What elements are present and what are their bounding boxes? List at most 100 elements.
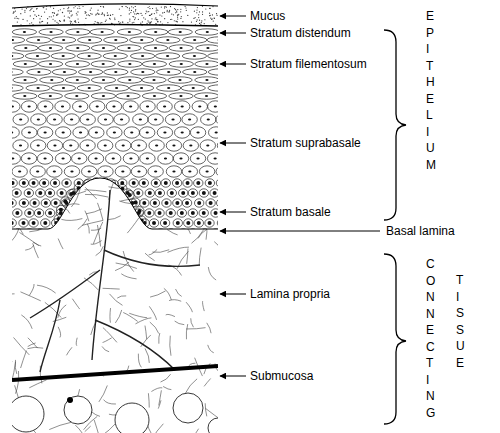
cell-nucleus [33, 201, 37, 205]
epithelial-cell [66, 29, 90, 35]
collagen-fibre [76, 338, 78, 346]
epithelial-cell [45, 189, 54, 197]
epithelial-cell [95, 219, 104, 227]
cell-nucleus [70, 171, 73, 173]
mucus-dot [148, 11, 149, 12]
epithelial-cell [158, 153, 173, 164]
mucus-dot [186, 10, 187, 11]
mucus-dot [157, 19, 158, 20]
collagen-fibre [85, 426, 91, 432]
epithelial-cell [50, 179, 59, 187]
collagen-fibre [66, 347, 72, 355]
mucus-dot [17, 18, 18, 19]
mucus-dot [146, 23, 147, 24]
epithelial-cell [169, 61, 193, 67]
epithelial-cell [39, 179, 48, 187]
epithelial-cell [66, 45, 90, 51]
cell-nucleus [44, 201, 48, 205]
epithelial-cell [57, 189, 66, 197]
mucus-dot [104, 14, 105, 15]
cell-nucleus [138, 209, 142, 213]
cell-nucleus [196, 132, 199, 134]
mucus-dot [67, 10, 68, 11]
epithelial-cell [30, 166, 45, 177]
mucus-dot [149, 22, 150, 23]
epithelial-cell [182, 166, 197, 177]
epithelial-cell [177, 209, 186, 217]
epithelial-cell [51, 37, 75, 43]
epithelial-cell [161, 179, 170, 187]
cell-nucleus [225, 231, 229, 235]
pointer-arrow [220, 33, 246, 34]
mucus-dot [58, 10, 59, 11]
cell-nucleus [175, 201, 179, 205]
cell-nucleus [27, 158, 30, 160]
cell-nucleus [220, 221, 224, 225]
mucus-dot [50, 6, 51, 7]
collagen-fibre [145, 348, 149, 362]
cell-nucleus [172, 171, 175, 173]
epithelial-cell [182, 53, 206, 59]
cell-nucleus [102, 47, 105, 49]
epithelial-cell [149, 140, 164, 151]
cell-nucleus [23, 31, 26, 33]
mucus-dot [107, 12, 108, 13]
cell-nucleus [202, 211, 206, 215]
mucus-dot [196, 21, 197, 22]
mucus-dot [39, 22, 40, 23]
cell-nucleus [88, 87, 91, 89]
mucus-surface [12, 4, 218, 8]
collagen-fibre [2, 214, 14, 227]
epithelial-cell [72, 153, 87, 164]
cell-nucleus [11, 158, 14, 160]
mucus-dot [52, 12, 53, 13]
collagen-fibre [166, 314, 175, 316]
collagen-fibre [41, 212, 48, 220]
mucus-dot [149, 6, 150, 7]
epithelial-cell [192, 101, 207, 112]
mucus-dot [15, 11, 16, 12]
epithelial-cell [216, 166, 231, 177]
epithelial-cell [183, 179, 192, 187]
cell-nucleus [60, 231, 64, 235]
cell-nucleus [102, 95, 105, 97]
mucus-dot [141, 15, 142, 16]
collagen-fibre [123, 313, 137, 322]
collagen-fibre [49, 422, 71, 429]
epithelial-cell [7, 199, 16, 207]
epithelial-cell [12, 29, 36, 35]
mucus-dot [137, 13, 138, 14]
epithelial-cell [131, 69, 155, 75]
epithelial-cell [211, 229, 220, 237]
cell-nucleus [196, 181, 200, 185]
mucus-dot [56, 14, 57, 15]
mucus-dot [97, 10, 98, 11]
epithelial-cell [194, 179, 203, 187]
mucus-dot [129, 13, 130, 14]
epithelial-cell [134, 189, 143, 197]
epithelial-cell [80, 114, 95, 125]
collagen-fibre [207, 210, 222, 218]
collagen-fibre [203, 301, 205, 311]
collagen-fibre [150, 291, 165, 297]
mucus-dot [135, 10, 136, 11]
cell-nucleus [181, 231, 185, 235]
epithelial-cell [174, 127, 189, 138]
cell-nucleus [127, 47, 130, 49]
epithelial-cell [29, 179, 38, 187]
epithelial-cell [80, 140, 95, 151]
collagen-fibre [173, 200, 184, 202]
cell-nucleus [108, 221, 112, 225]
epithelial-cell [179, 229, 188, 237]
cell-nucleus [38, 231, 42, 235]
epithelial-cell [173, 219, 182, 227]
collagen-fibre [187, 248, 188, 263]
mucus-dot [85, 13, 86, 14]
cell-nucleus [64, 221, 68, 225]
layer-label: Stratum suprabasale [250, 136, 361, 150]
cell-nucleus [22, 201, 26, 205]
mucus-dot [121, 6, 122, 7]
epithelial-cell [31, 114, 46, 125]
mucus-dot [149, 8, 150, 9]
pointer-arrow [220, 212, 246, 213]
